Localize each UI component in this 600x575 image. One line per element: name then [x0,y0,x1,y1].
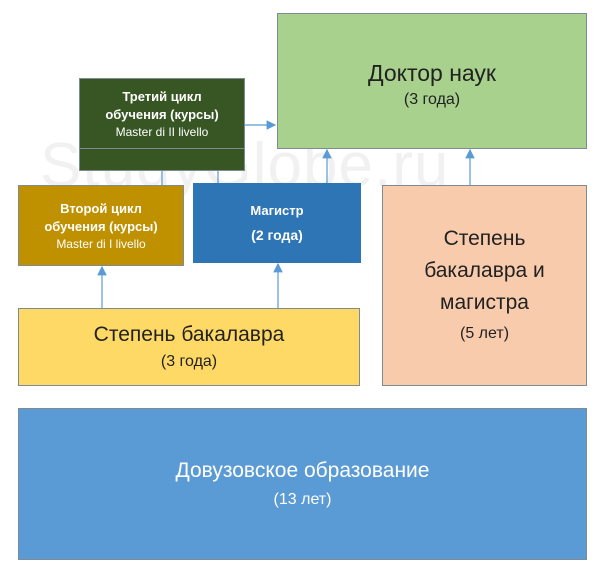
second-cycle-line1: Второй цикл [60,200,142,216]
pre-university-duration: (13 лет) [273,491,332,508]
second-cycle-line2: обучения (курсы) [44,218,158,234]
bachelor-title: Степень бакалавра [93,323,285,346]
bachelor-master-duration: (5 лет) [459,324,510,342]
third-cycle-label: Третий цикл обучения (курсы) Master di I… [79,78,245,149]
bachelor-master-box: Степень бакалавра и магистра (5 лет) [382,185,587,386]
magistr-box: Магистр (2 года) [193,183,361,263]
doctor-box: Доктор наук (3 года) [277,13,587,149]
bachelor-box: Степень бакалавра (3 года) [18,308,360,386]
bachelor-master-line1: Степень [443,226,526,250]
magistr-duration: (2 года) [251,227,303,243]
second-cycle-subtitle: Master di I livello [56,236,146,251]
doctor-title: Доктор наук [368,60,496,86]
second-cycle-box: Второй цикл обучения (курсы) Master di I… [18,185,184,266]
magistr-title: Магистр [250,203,304,218]
third-cycle-line2: обучения (курсы) [105,106,219,122]
bachelor-master-line3: магистра [440,290,529,314]
doctor-duration: (3 года) [403,91,461,108]
bachelor-duration: (3 года) [160,353,218,370]
third-cycle-line1: Третий цикл [122,88,202,104]
pre-university-box: Довузовское образование (13 лет) [18,408,587,560]
third-cycle-subtitle: Master di II livello [115,124,209,139]
pre-university-title: Довузовское образование [175,459,430,482]
bachelor-master-line2: бакалавра и [424,258,545,282]
